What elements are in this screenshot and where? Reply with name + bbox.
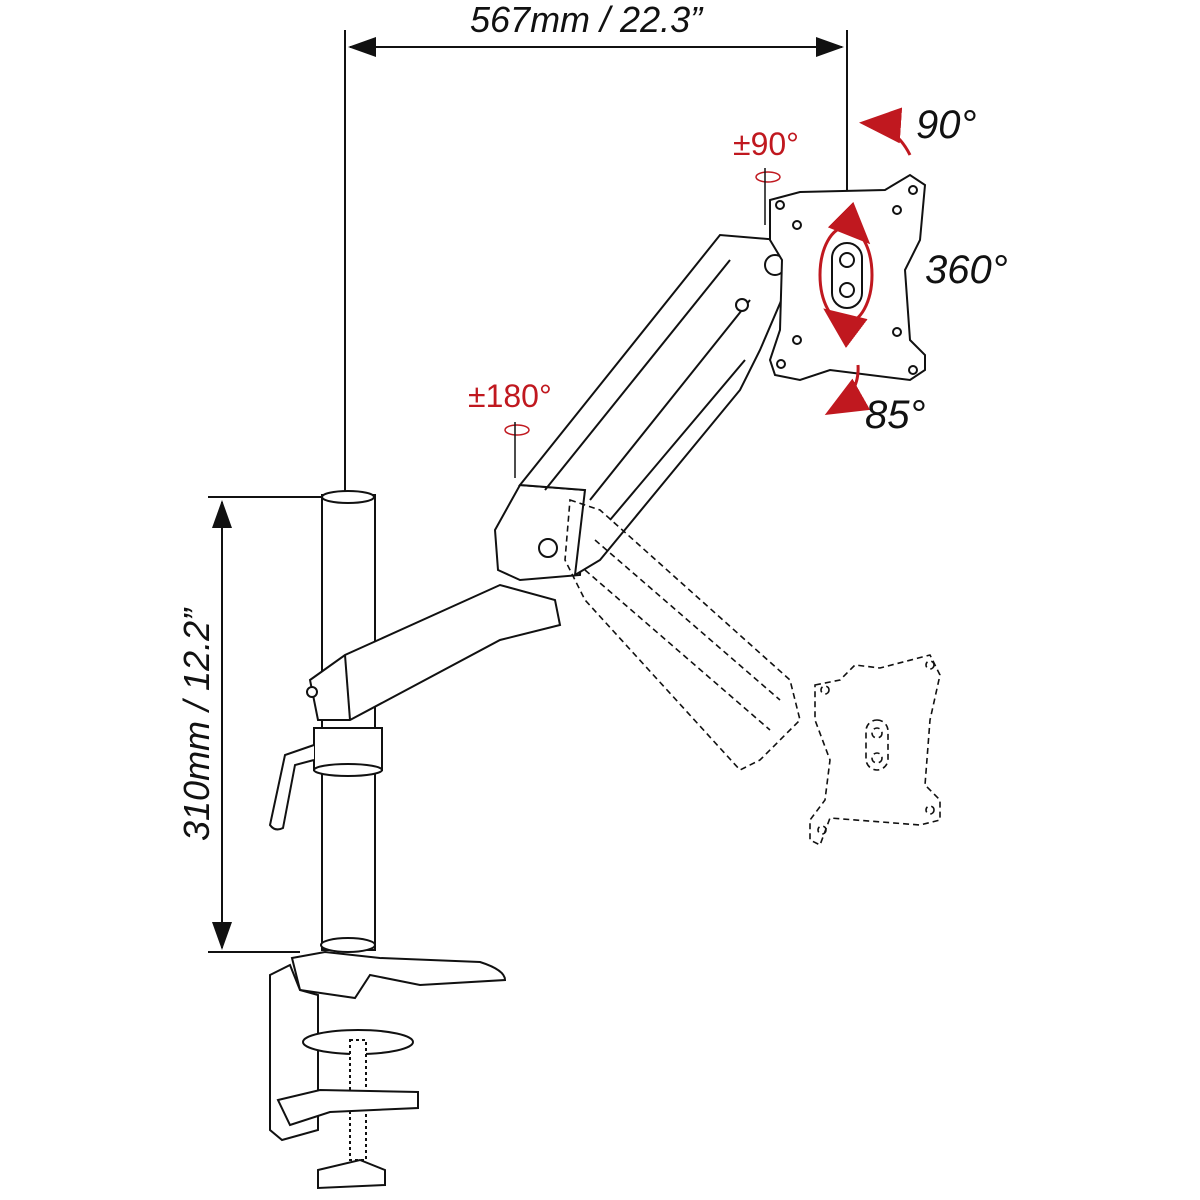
desk-clamp: [269, 950, 507, 1190]
upper-arm: [518, 233, 792, 577]
height-dimension-line: [208, 496, 345, 953]
tilt-down-arrow-icon: [824, 364, 871, 415]
tilt-down-label: 85°: [865, 393, 926, 437]
swivel-axis-icon: [504, 168, 781, 478]
reach-dimension-line: [344, 30, 848, 495]
rotation-arrow-icon: [818, 201, 874, 348]
rotation-label: 360°: [925, 248, 1008, 292]
lowered-position-outline: [564, 498, 941, 847]
lower-arm: [306, 583, 562, 721]
tilt-up-arrow-icon: [859, 107, 912, 156]
arm-swivel-label: ±180°: [468, 378, 552, 414]
head-swivel-label: ±90°: [733, 126, 799, 162]
reach-dimension-label: 567mm / 22.3”: [470, 0, 703, 40]
lock-handle: [268, 744, 315, 831]
vesa-plate: [768, 173, 927, 382]
tilt-up-label: 90°: [916, 103, 977, 147]
pole: [313, 490, 383, 953]
height-dimension-label: 310mm / 12.2”: [176, 608, 217, 841]
elbow-joint: [493, 483, 587, 582]
